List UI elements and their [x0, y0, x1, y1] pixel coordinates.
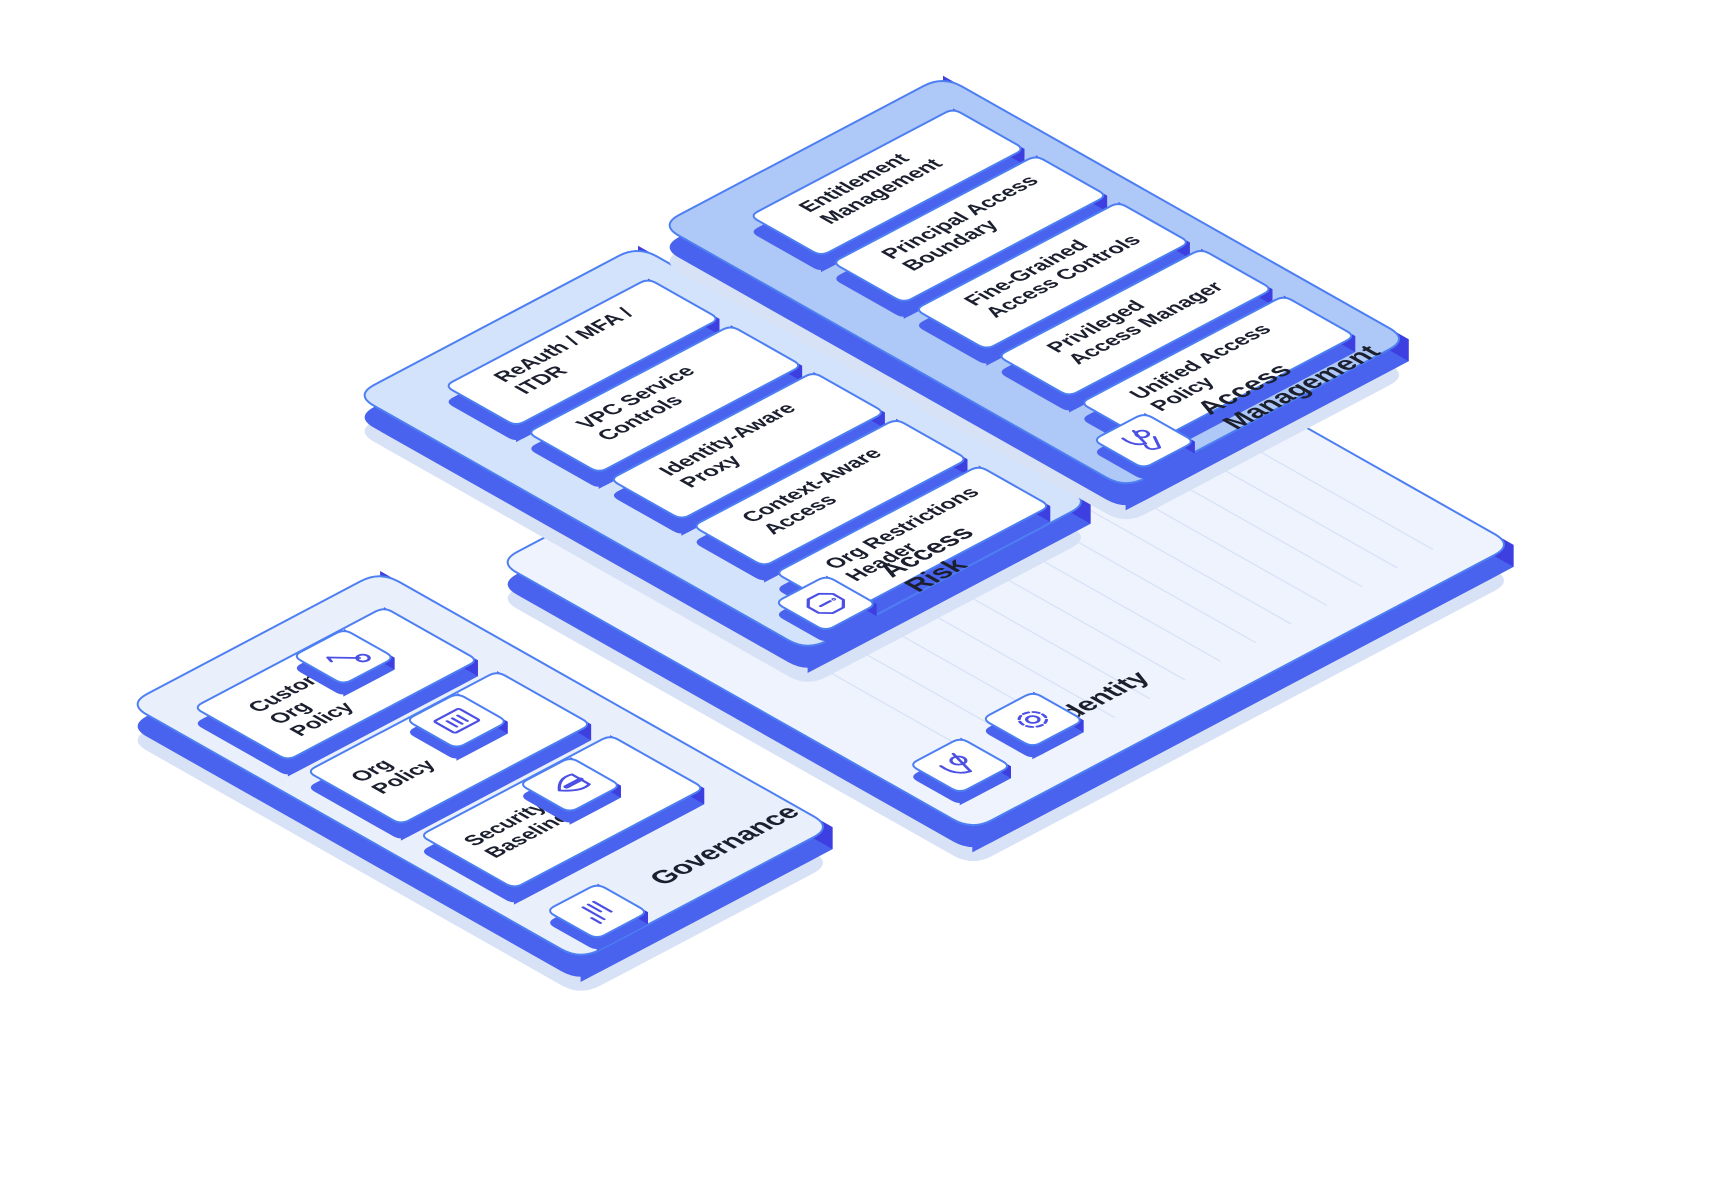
card-top — [835, 156, 1105, 302]
person-icon-glyph — [939, 752, 973, 774]
wrench-icon — [295, 629, 395, 697]
users-icon — [1095, 412, 1195, 481]
list-document-icon — [408, 693, 508, 761]
alert-octagon-icon — [777, 575, 877, 644]
list-document-icon-glyph — [433, 708, 481, 734]
card-top — [612, 373, 882, 519]
card: PrivilegedAccess Manager — [1000, 248, 1273, 413]
card: SecurityBaseline — [422, 735, 705, 905]
document-lines-icon-tile — [549, 884, 646, 939]
shield-icon-glyph — [557, 773, 591, 792]
wrench-icon-tile — [295, 630, 392, 684]
card-top — [1000, 249, 1270, 396]
document-lines-icon — [549, 883, 648, 952]
card-top — [695, 419, 965, 566]
person-icon — [912, 737, 1011, 806]
card-top — [917, 203, 1187, 349]
alert-octagon-icon-glyph — [806, 592, 846, 614]
gear-icon-glyph — [1017, 711, 1049, 728]
card: OrgPolicy — [309, 671, 592, 841]
card-top — [447, 279, 717, 425]
card-top — [530, 326, 800, 472]
gear-icon — [984, 691, 1084, 760]
users-icon-glyph — [1121, 429, 1162, 450]
gear-icon-tile — [984, 692, 1081, 747]
governance-platform: CustomOrgPolicyOrgPolicySecurityBaseline… — [136, 571, 833, 991]
card-top — [752, 109, 1022, 255]
card: CustomOrgPolicy — [196, 607, 478, 777]
shield-icon — [522, 757, 621, 825]
wrench-icon-glyph — [326, 653, 371, 663]
document-lines-icon-glyph — [581, 900, 613, 924]
